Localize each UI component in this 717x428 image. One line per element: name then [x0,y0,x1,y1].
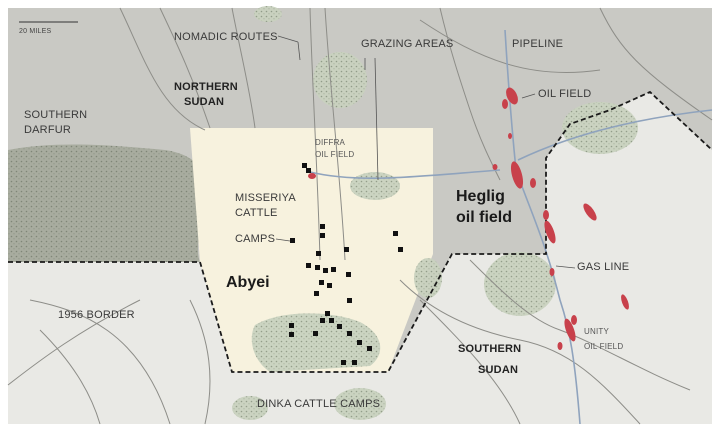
label-northern-sudan-2: SUDAN [184,96,225,108]
label-abyei: Abyei [226,274,270,291]
pipeline [309,29,713,425]
south-land [8,92,712,424]
label-pipeline: PIPELINE [512,38,564,50]
label-unity-2: OIL FIELD [584,342,624,351]
label-misseriya-1: MISSERIYA [235,192,296,204]
label-dinka-cattle-camps: DINKA CATTLE CAMPS [257,398,381,410]
grazing-areas [232,6,638,420]
label-southern-sudan-2: SUDAN [478,364,519,376]
label-southern-darfur-2: DARFUR [24,124,72,136]
label-unity-1: UNITY [584,327,609,336]
nomadic-routes [7,7,713,425]
label-southern-sudan-1: SOUTHERN [458,343,522,355]
label-diffra-2: OIL FIELD [315,150,355,159]
label-misseriya-2: CATTLE [235,207,278,219]
label-southern-darfur-1: SOUTHERN [24,109,88,121]
cattle-camps [289,163,403,365]
oil-fields [308,87,629,350]
label-northern-sudan-1: NORTHERN [174,81,238,93]
darfur-area [8,144,207,262]
label-1956-border: 1956 BORDER [58,309,135,321]
label-grazing-areas: GRAZING AREAS [361,38,454,50]
label-misseriya-3: CAMPS [235,233,276,245]
label-gas-line: GAS LINE [577,261,630,273]
leader-lines [275,35,576,269]
scale-label: 20 MILES [19,28,52,35]
label-nomadic-routes: NOMADIC ROUTES [174,31,278,43]
label-heglig-1: Heglig [456,188,505,205]
label-heglig-2: oil field [456,209,512,226]
label-oil-field: OIL FIELD [538,88,592,100]
label-diffra-1: DIFFRA [315,138,346,147]
border-1956 [8,90,713,373]
